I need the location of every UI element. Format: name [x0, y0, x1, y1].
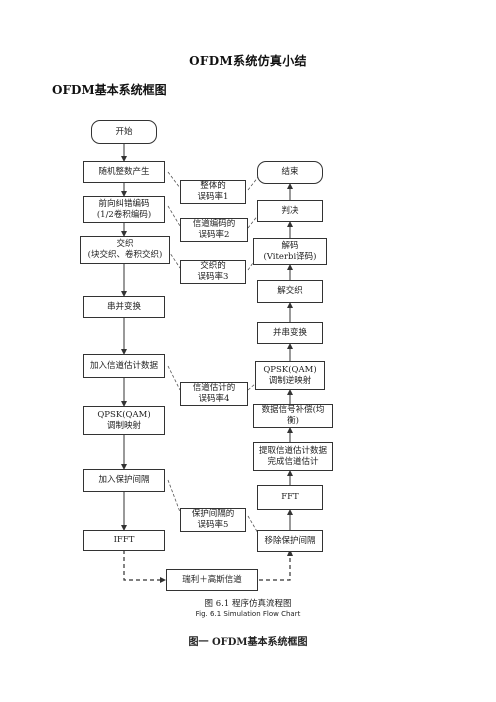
start-terminal: 开始 [91, 120, 157, 144]
fft-box: FFT [257, 485, 323, 510]
ifft-box: IFFT [83, 530, 165, 551]
decision-box: 判决 [257, 200, 323, 222]
insert-channel-estimation-box: 加入信道估计数据 [83, 354, 165, 378]
document-title: OFDM系统仿真小结 [189, 54, 307, 68]
qpsk-mapping-box: QPSK(QAM) 调制映射 [83, 406, 165, 435]
fec-encoding-box: 前向纠错编码 (1/2卷积编码) [83, 196, 165, 223]
ber5-guard-interval-box: 保护间隔的 误码率5 [180, 508, 246, 532]
ber3-interleaving-box: 交织的 误码率3 [180, 260, 246, 284]
end-terminal: 结束 [257, 161, 323, 184]
ber2-channel-coding-box: 信道编码的 误码率2 [180, 218, 248, 242]
remove-guard-interval-box: 移除保护间隔 [257, 530, 323, 552]
section-heading: OFDM基本系统框图 [52, 83, 167, 97]
add-guard-interval-box: 加入保护间隔 [83, 469, 165, 492]
figure-label: 图一 OFDM基本系统框图 [188, 637, 308, 648]
random-integer-generation-box: 随机整数产生 [83, 161, 165, 183]
rayleigh-gaussian-channel-box: 瑞利＋高斯信道 [166, 569, 258, 591]
channel-estimation-box: 提取信道估计数据 完成信道估计 [253, 442, 333, 471]
serial-to-parallel-box: 串并变换 [83, 296, 165, 318]
figure-caption-chinese: 图 6.1 程序仿真流程图 [204, 599, 292, 609]
parallel-to-serial-box: 并串变换 [257, 322, 323, 344]
interleaving-box: 交织 (块交织、卷积交织) [80, 236, 170, 264]
qpsk-demapping-box: QPSK(QAM) 调制逆映射 [255, 361, 325, 390]
ber1-overall-box: 整体的 误码率1 [180, 180, 246, 204]
deinterleaving-box: 解交织 [257, 280, 323, 303]
figure-caption-english: Fig. 6.1 Simulation Flow Chart [195, 610, 301, 618]
viterbi-decoding-box: 解码 (Viterbi译码) [253, 238, 327, 265]
channel-arrowheads [160, 549, 293, 583]
ber4-channel-estimation-box: 信道估计的 误码率4 [180, 382, 248, 406]
equalization-box: 数据信号补偿(均衡) [253, 404, 333, 428]
channel-loop [123, 550, 291, 581]
